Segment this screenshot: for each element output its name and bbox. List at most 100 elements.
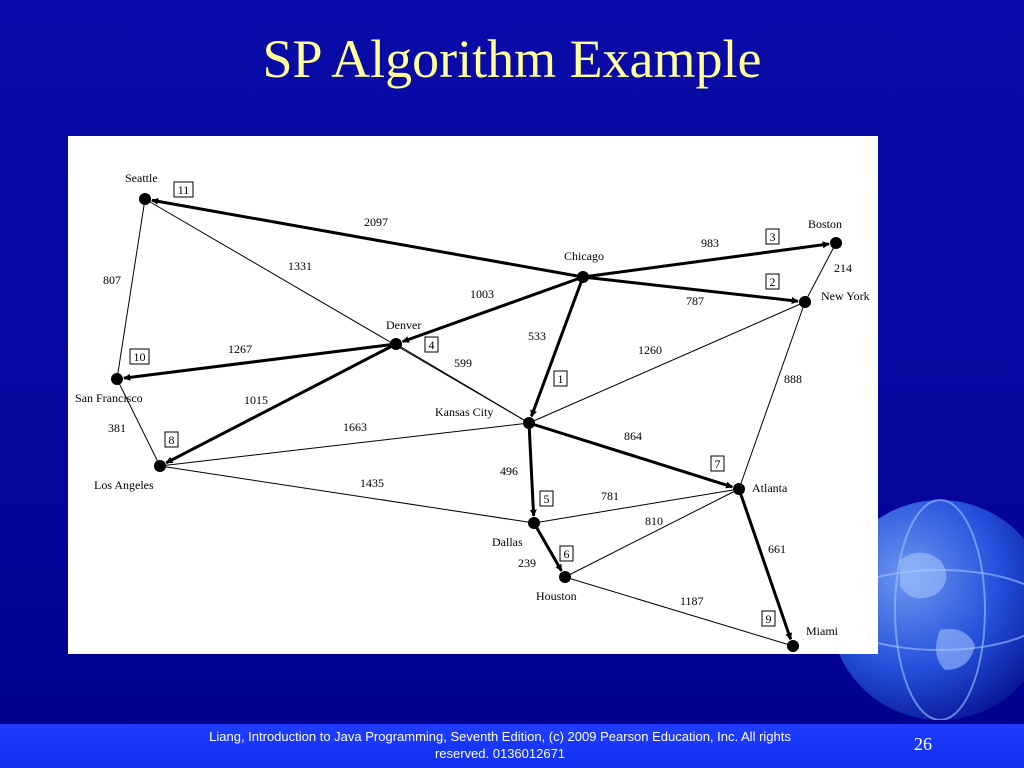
- node-label-seattle: Seattle: [125, 171, 158, 185]
- edge-weight-chicago-seattle: 2097: [364, 215, 388, 229]
- order-badge-kansas-city: 1: [553, 370, 568, 387]
- edge-denver-san-francisco: [123, 342, 397, 381]
- node-dallas: [528, 517, 540, 529]
- edge-chicago-denver: [401, 275, 584, 344]
- node-label-kansas-city: Kansas City: [435, 405, 493, 419]
- edge-chicago-new-york: [582, 275, 799, 304]
- edge-boston-new-york: [804, 242, 837, 303]
- order-badge-label: 1: [558, 372, 564, 386]
- edge-weight-atlanta-miami: 661: [768, 542, 786, 556]
- order-badge-boston: 3: [765, 228, 780, 245]
- node-kansas-city: [523, 417, 535, 429]
- edge-atlanta-miami: [737, 488, 793, 641]
- order-badge-box: [559, 545, 574, 562]
- order-badge-label: 6: [564, 547, 570, 561]
- node-label-atlanta: Atlanta: [752, 481, 788, 495]
- order-badge-box: [164, 431, 179, 448]
- order-badge-san-francisco: 10: [129, 348, 150, 365]
- order-badge-seattle: 11: [173, 181, 194, 198]
- order-badge-box: [173, 181, 194, 198]
- order-badge-label: 9: [766, 612, 772, 626]
- order-badge-box: [424, 336, 439, 353]
- edge-weight-los-angeles-kansas-city: 1663: [343, 420, 367, 434]
- order-badge-los-angeles: 8: [164, 431, 179, 448]
- edge-seattle-san-francisco: [116, 198, 146, 380]
- page-number: 26: [914, 734, 932, 754]
- order-badge-label: 4: [429, 338, 435, 352]
- order-badge-atlanta: 7: [710, 455, 725, 472]
- order-badge-houston: 6: [559, 545, 574, 562]
- edge-chicago-boston: [582, 241, 830, 279]
- edge-weight-chicago-new-york: 787: [686, 294, 704, 308]
- order-badge-box: [765, 273, 780, 290]
- node-atlanta: [733, 483, 745, 495]
- edge-weight-denver-los-angeles: 1015: [244, 393, 268, 407]
- edge-chicago-kansas-city: [530, 276, 585, 418]
- edge-weight-new-york-atlanta: 888: [784, 372, 802, 386]
- order-badge-box: [129, 348, 150, 365]
- order-badge-label: 3: [770, 230, 776, 244]
- edge-weight-seattle-san-francisco: 807: [103, 273, 121, 287]
- edge-weight-kansas-city-dallas: 496: [500, 464, 518, 478]
- node-los-angeles: [154, 460, 166, 472]
- order-badge-new-york: 2: [765, 273, 780, 290]
- order-badge-box: [539, 490, 554, 507]
- edge-weight-kansas-city-atlanta: 864: [624, 429, 642, 443]
- slide-title: SP Algorithm Example: [262, 29, 762, 89]
- edge-weight-denver-san-francisco: 1267: [228, 342, 252, 356]
- edge-weight-dallas-atlanta: 781: [601, 489, 619, 503]
- order-badge-label: 11: [178, 183, 190, 197]
- order-badge-box: [761, 610, 776, 627]
- order-badge-label: 8: [169, 433, 175, 447]
- edge-weight-seattle-kansas-city: 1331: [288, 259, 312, 273]
- edge-houston-miami: [564, 576, 794, 647]
- node-label-denver: Denver: [386, 318, 421, 332]
- edge-dallas-houston: [532, 522, 563, 572]
- nodes-layer: [111, 193, 842, 652]
- order-badge-box: [765, 228, 780, 245]
- node-miami: [787, 640, 799, 652]
- order-badge-box: [553, 370, 568, 387]
- edge-weight-boston-new-york: 214: [834, 261, 852, 275]
- order-badge-miami: 9: [761, 610, 776, 627]
- order-badge-label: 7: [715, 457, 721, 471]
- shortest-path-graph: 8071331209798378710035332141267101559938…: [75, 171, 870, 652]
- footer-bar: Liang, Introduction to Java Programming,…: [0, 724, 1024, 768]
- edge-denver-kansas-city: [395, 343, 530, 424]
- node-label-houston: Houston: [536, 589, 577, 603]
- edge-weight-denver-kansas-city: 599: [454, 356, 472, 370]
- edge-weight-dallas-houston: 239: [518, 556, 536, 570]
- edge-los-angeles-dallas: [159, 465, 535, 524]
- edge-kansas-city-dallas: [527, 422, 537, 517]
- edge-weight-los-angeles-dallas: 1435: [360, 476, 384, 490]
- labels-layer: 8071331209798378710035332141267101559938…: [75, 171, 870, 638]
- edge-denver-los-angeles: [165, 342, 397, 465]
- node-label-san-francisco: San Francisco: [75, 391, 143, 405]
- node-houston: [559, 571, 571, 583]
- order-badge-denver: 4: [424, 336, 439, 353]
- node-label-miami: Miami: [806, 624, 839, 638]
- globe-decoration-icon: [829, 499, 1024, 720]
- node-label-boston: Boston: [808, 217, 842, 231]
- node-label-new-york: New York: [821, 289, 870, 303]
- node-label-chicago: Chicago: [564, 249, 604, 263]
- edge-weight-chicago-kansas-city: 533: [528, 329, 546, 343]
- edge-weight-kansas-city-new-york: 1260: [638, 343, 662, 357]
- edge-seattle-kansas-city: [144, 198, 530, 424]
- edge-weight-chicago-denver: 1003: [470, 287, 494, 301]
- edge-los-angeles-kansas-city: [159, 422, 530, 467]
- order-badge-label: 5: [544, 492, 550, 506]
- node-seattle: [139, 193, 151, 205]
- order-badge-dallas: 5: [539, 490, 554, 507]
- edge-weight-houston-atlanta: 810: [645, 514, 663, 528]
- edges-layer: [116, 197, 837, 647]
- order-badge-label: 10: [134, 350, 146, 364]
- edge-kansas-city-atlanta: [528, 421, 733, 489]
- order-badge-box: [710, 455, 725, 472]
- node-label-los-angeles: Los Angeles: [94, 478, 154, 492]
- edge-houston-atlanta: [564, 488, 740, 578]
- edge-san-francisco-los-angeles: [116, 378, 161, 467]
- node-boston: [830, 237, 842, 249]
- edge-weight-houston-miami: 1187: [680, 594, 704, 608]
